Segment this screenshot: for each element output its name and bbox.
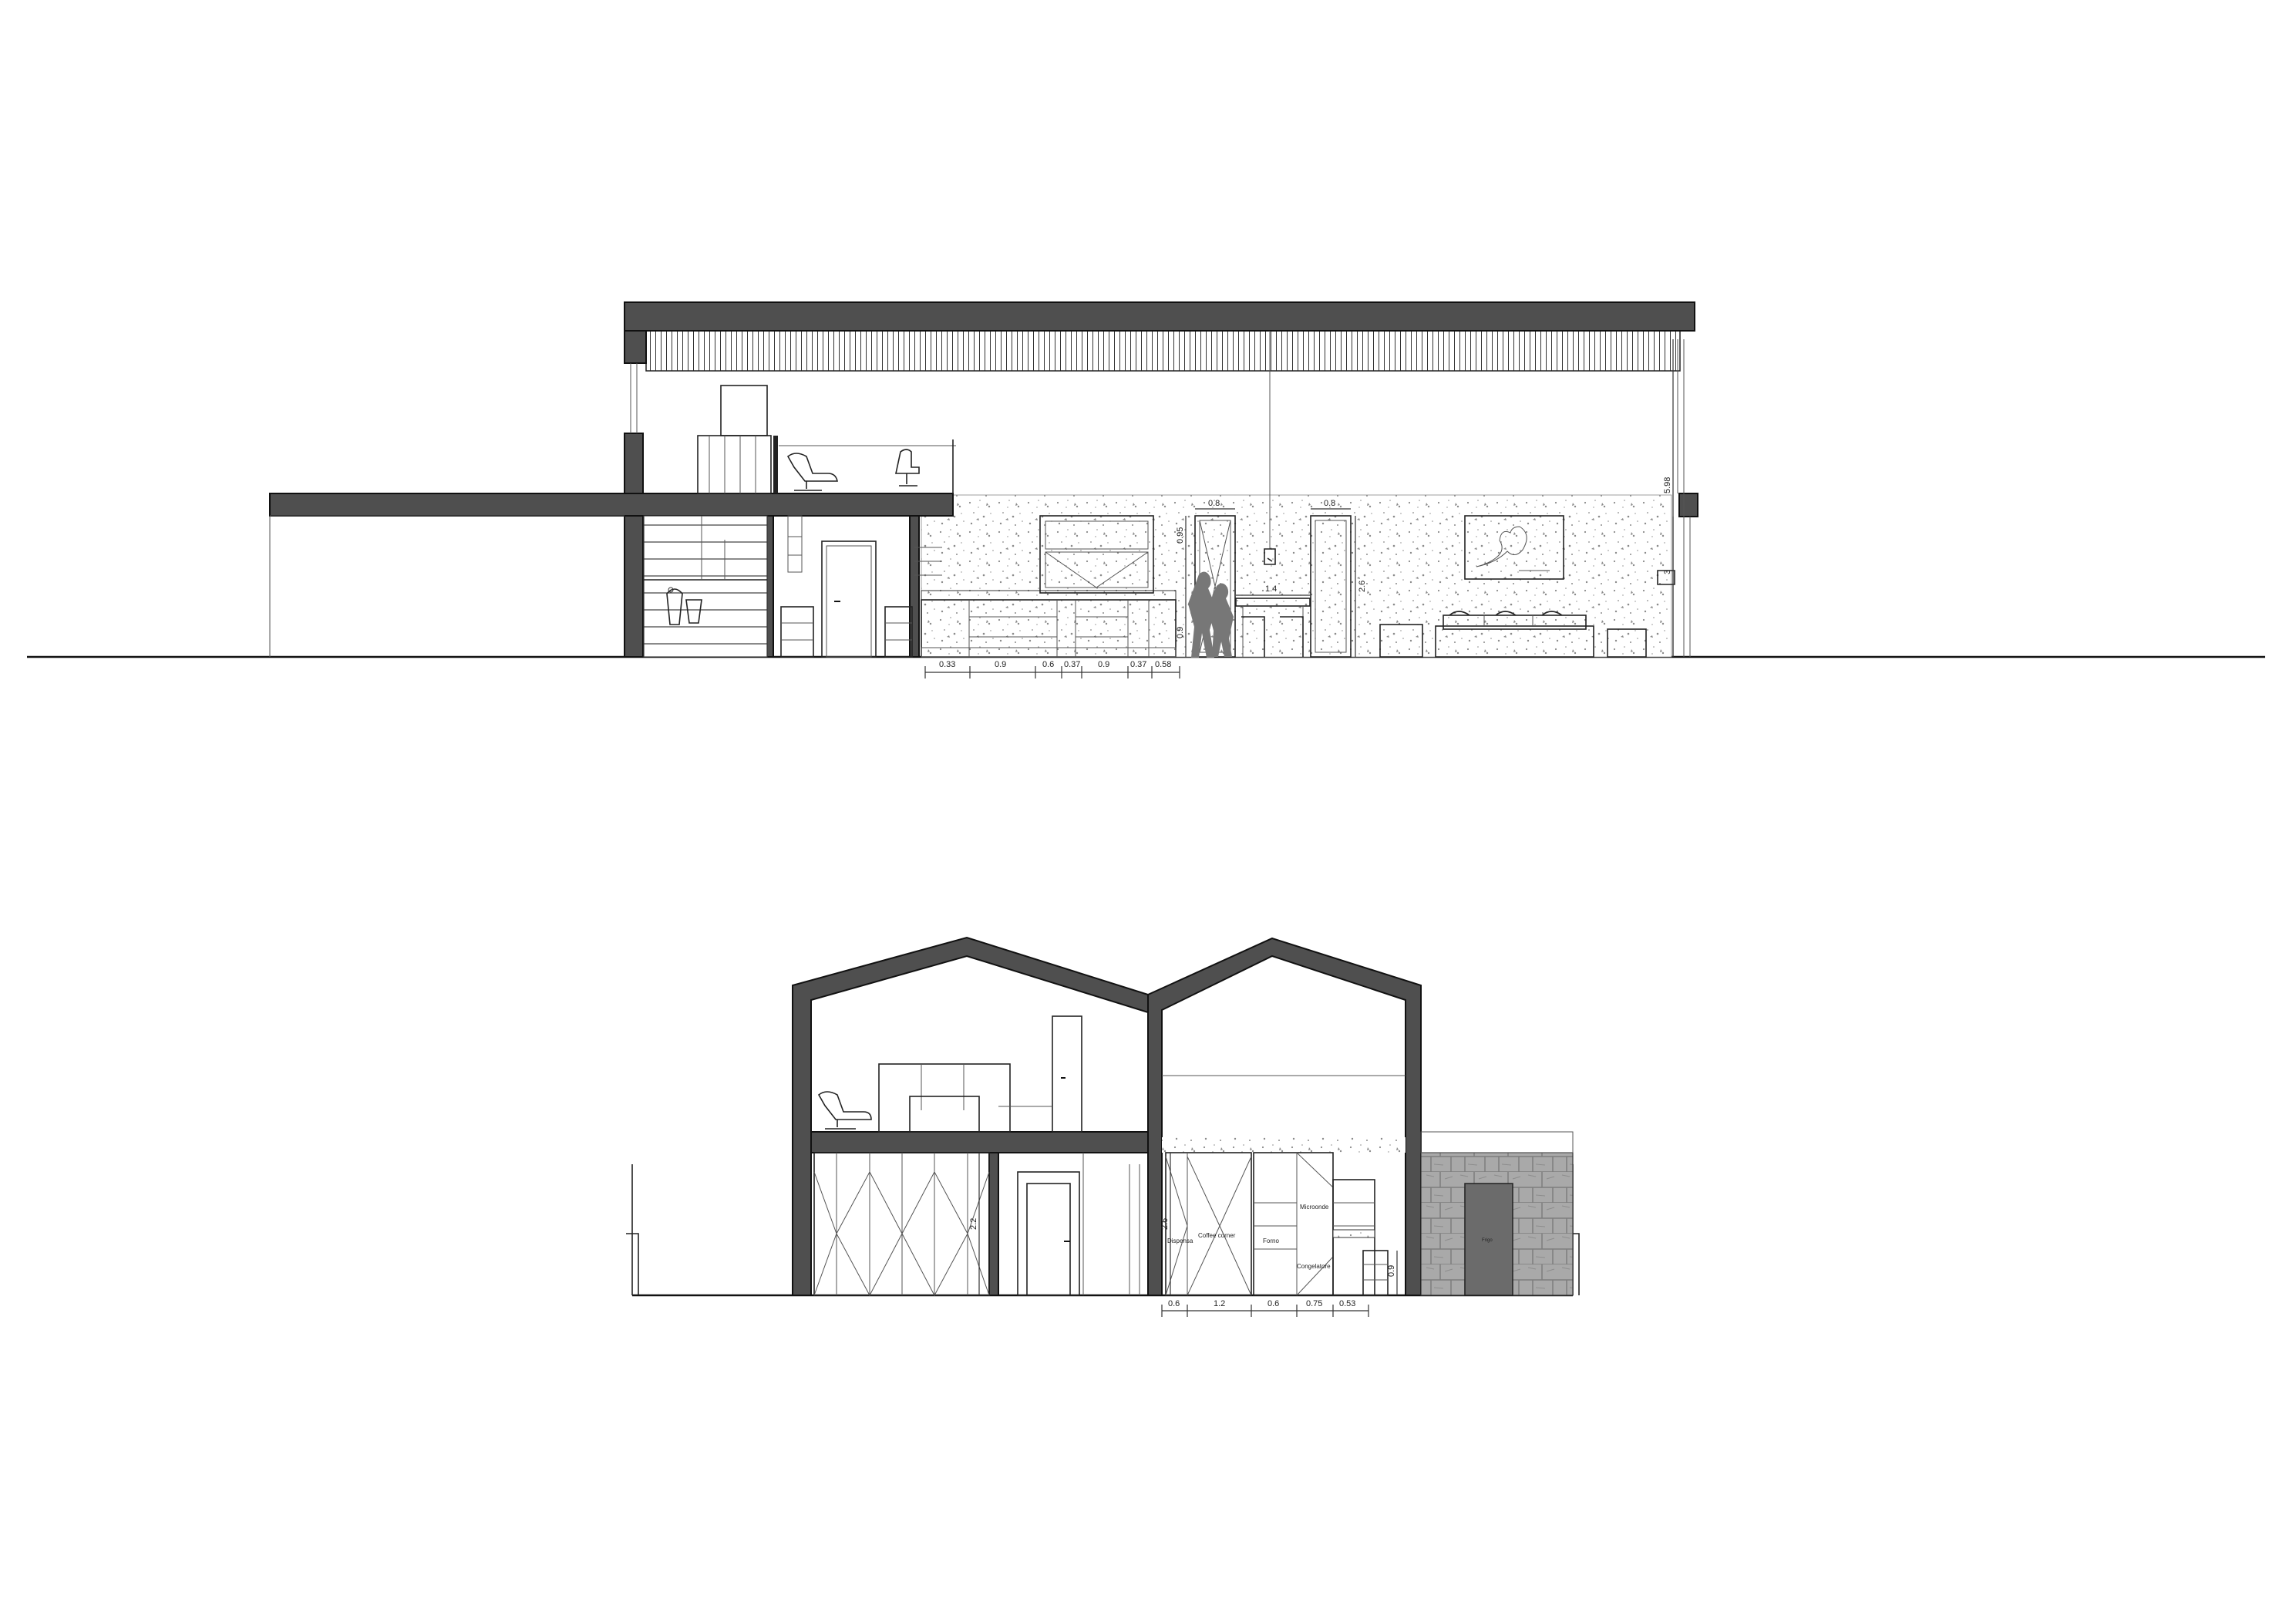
dim-h2-1: 0.6: [1168, 1299, 1180, 1308]
label-forno: Forno: [1263, 1237, 1279, 1244]
vdim-sill-upper: 0.95: [1176, 527, 1185, 544]
dim-h1-3: 0.6: [1042, 660, 1054, 669]
gable-roof-walls: [792, 936, 1422, 1296]
dining-counter: [1235, 598, 1311, 607]
dim-h1-2: 0.9: [995, 660, 1006, 669]
human-figures: [1188, 571, 1234, 658]
side-cabinet-right: [884, 606, 913, 658]
label-dispensa: Dispensa: [1167, 1237, 1193, 1244]
stone-annex: Frigo 0.9: [1387, 1131, 1574, 1296]
vertical-dims-1: 5.98 3 2.6 0.95 0.9: [1176, 339, 1674, 657]
kitchen-dimension-string: 0.33 0.9 0.6 0.37 0.9 0.37 0.58: [924, 660, 1180, 678]
interior-door-2: [1017, 1153, 1140, 1296]
label-frigo: Frigo: [1482, 1238, 1493, 1243]
sofa: [1379, 611, 1647, 658]
window-right: [1310, 515, 1352, 658]
upper-bedroom: [817, 1015, 1406, 1133]
vdim-sill-lower: 0.9: [1176, 627, 1185, 638]
kitchen-tall-units: Dispensa Coffee corner Forno Microonde C…: [1162, 1137, 1406, 1296]
label-microonde: Microonde: [1300, 1204, 1329, 1211]
dim-h1-4: 0.37: [1064, 660, 1080, 669]
dim-h2-4: 0.75: [1306, 1299, 1322, 1308]
pendant-lamp-icon: [1264, 548, 1276, 565]
label-coffee-corner: Coffee corner: [1198, 1232, 1236, 1239]
window-width-left: 0.8: [1208, 499, 1220, 508]
staircase: [643, 515, 768, 658]
vdim-window-height: 2.6: [1358, 581, 1367, 592]
dim-h2-5: 0.53: [1339, 1299, 1355, 1308]
speckled-wall-finish: [921, 494, 1672, 658]
slatted-ceiling: [645, 330, 1681, 372]
structure-walls: [269, 301, 1698, 658]
thermostat-icon: [1657, 570, 1675, 585]
dim-h1-5: 0.9: [1098, 660, 1109, 669]
folding-wardrobe: 2.2: [813, 1152, 990, 1297]
dim-h2-3: 0.6: [1268, 1299, 1279, 1308]
interior-door-1: [821, 540, 877, 658]
vdim-wardrobe: 2.2: [969, 1218, 978, 1230]
lounge-chair-upper-icon: [817, 1091, 872, 1130]
longitudinal-section: 0.33 0.9 0.6 0.37 0.9 0.37 0.58 0.8 0.8 …: [27, 301, 2265, 678]
vdim-total-height: 5.98: [1663, 477, 1672, 493]
vdim-ground-height: 3: [1663, 570, 1672, 574]
label-congelatore: Congelatore: [1297, 1263, 1331, 1270]
dim-h1-7: 0.58: [1155, 660, 1171, 669]
mezzanine: [697, 385, 956, 494]
lounge-chair-icon: [786, 453, 838, 491]
vdim-counter-height: 0.9: [1387, 1265, 1396, 1277]
side-cabinet-left: [780, 606, 814, 658]
window-width-right: 0.8: [1324, 499, 1335, 508]
window-width-dims: 0.8 0.8 1.4: [1195, 499, 1351, 596]
dim-h1-6: 0.37: [1130, 660, 1146, 669]
dim-h2-2: 1.2: [1214, 1299, 1225, 1308]
counter-width-dim: 1.4: [1265, 584, 1277, 594]
wall-artwork: [1464, 515, 1564, 580]
vdim-tall-units: 2.6: [1160, 1218, 1170, 1230]
transverse-section: 2.2 Dispensa Coffee corner Forno: [626, 936, 1580, 1317]
dim-h1-1: 0.33: [939, 660, 955, 669]
wall-cabinet-upper: [1039, 515, 1154, 594]
annex-door: [1464, 1183, 1513, 1296]
desk-chair-icon: [895, 449, 920, 487]
kitchen-dimension-string-2: 0.6 1.2 0.6 0.75 0.53: [1161, 1299, 1369, 1317]
